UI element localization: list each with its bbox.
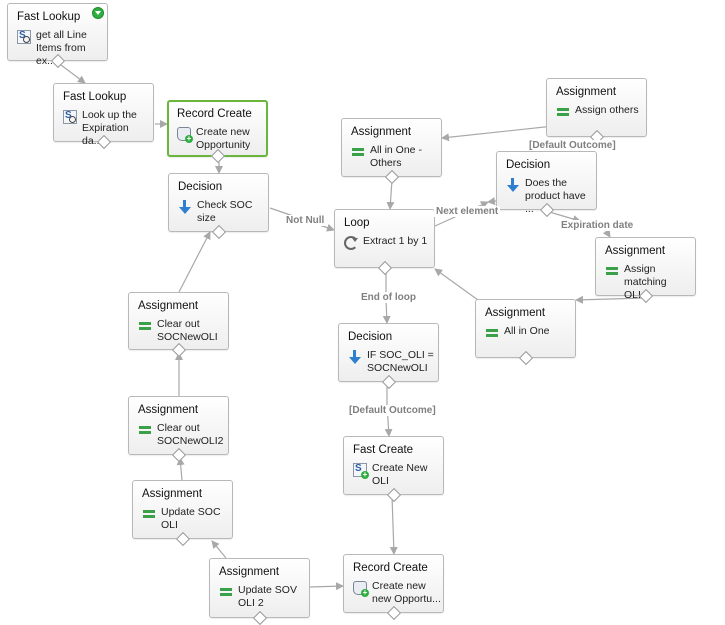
connector-edge[interactable]	[386, 179, 395, 210]
connector-label: Not Null	[284, 215, 327, 226]
flow-node-record-create[interactable]: Record CreateCreate new new Opportu...	[343, 554, 444, 621]
decision-icon	[348, 350, 362, 364]
node-label: Create New OLI	[372, 462, 428, 487]
node-type-label: Assignment	[485, 307, 546, 319]
assignment-icon	[485, 326, 499, 340]
fast-lookup-icon	[63, 110, 77, 124]
node-type-label: Fast Lookup	[17, 11, 81, 23]
node-label: Create new Opportunity	[196, 126, 251, 151]
connector-edge[interactable]	[176, 457, 185, 481]
node-label: Check SOC size	[197, 199, 253, 224]
node-label: Assign others	[575, 104, 639, 116]
node-type-label: Decision	[348, 331, 393, 343]
node-type-label: Assignment	[138, 404, 199, 416]
decision-icon	[178, 200, 192, 214]
assignment-icon	[219, 585, 233, 599]
node-type-label: Fast Lookup	[63, 91, 127, 103]
flow-node-fast-lookup[interactable]: Fast LookupLook up the Expiration da...	[53, 83, 154, 150]
flow-node-fast-create[interactable]: Fast CreateCreate New OLI	[343, 436, 444, 503]
connector-label: [Default Outcome]	[527, 140, 618, 151]
connector-label: [Default Outcome]	[347, 405, 438, 416]
connector-edge[interactable]	[389, 495, 398, 555]
connector-edge[interactable]	[545, 210, 581, 223]
node-label: Does the product have ...	[525, 177, 586, 215]
record-create-icon	[353, 581, 369, 597]
node-label: Create new new Opportu...	[372, 580, 441, 605]
node-type-label: Loop	[344, 217, 370, 229]
node-type-label: Decision	[178, 181, 223, 193]
connector-label: Expiration date	[559, 220, 636, 231]
connector-edge[interactable]	[434, 268, 479, 301]
node-label: Clear out SOCNewOLI2	[157, 422, 224, 447]
connector-edge[interactable]	[178, 231, 211, 293]
decision-icon	[506, 178, 520, 192]
node-label: Update SOV OLI 2	[238, 584, 297, 609]
flow-node-record-create[interactable]: Record CreateCreate new Opportunity	[167, 100, 268, 164]
connector-edge[interactable]	[309, 582, 344, 591]
node-type-label: Assignment	[605, 245, 666, 257]
node-label: Assign matching OLI...	[624, 263, 667, 301]
assignment-icon	[142, 507, 156, 521]
node-type-label: Assignment	[351, 126, 412, 138]
node-label: Extract 1 by 1	[363, 235, 428, 247]
connector-edge[interactable]	[487, 197, 497, 206]
assignment-icon	[138, 319, 152, 333]
loop-icon	[344, 236, 358, 250]
flow-node-decision[interactable]: Decision IF SOC_OLI = SOCNewOLI	[338, 323, 439, 390]
node-label: IF SOC_OLI = SOCNewOLI	[367, 349, 434, 374]
assignment-icon	[605, 264, 619, 278]
node-type-label: Fast Create	[353, 444, 414, 456]
node-label: Look up the Expiration da...	[82, 109, 137, 147]
node-type-label: Assignment	[138, 300, 199, 312]
connector-edge[interactable]	[575, 295, 647, 304]
node-type-label: Assignment	[219, 566, 280, 578]
node-type-label: Record Create	[177, 108, 252, 120]
fast-create-icon	[353, 463, 369, 479]
node-label: All in One - Others	[370, 144, 422, 169]
connector-label: Next element	[434, 206, 501, 217]
node-label: Update SOC OLI	[161, 506, 221, 531]
fast-lookup-icon	[17, 30, 31, 44]
connector-edge[interactable]	[56, 61, 86, 84]
connector-edge[interactable]	[441, 125, 555, 142]
node-label: Clear out SOCNewOLI	[157, 318, 218, 343]
assignment-icon	[351, 145, 365, 159]
node-type-label: Decision	[506, 159, 551, 171]
flow-node-fast-lookup[interactable]: Fast Lookup get all Line Items from ex...	[7, 3, 108, 69]
node-type-label: Assignment	[142, 488, 203, 500]
connector-edge[interactable]	[211, 540, 227, 559]
assignment-icon	[138, 423, 152, 437]
start-element-icon	[92, 7, 104, 19]
record-create-icon	[177, 127, 193, 143]
node-type-label: Assignment	[556, 86, 617, 98]
assignment-icon	[556, 105, 570, 119]
node-type-label: Record Create	[353, 562, 428, 574]
node-label: All in One	[504, 325, 550, 337]
connector-label: End of loop	[359, 292, 418, 303]
node-label: get all Line Items from ex...	[36, 29, 87, 67]
connector-handle[interactable]	[252, 610, 267, 625]
